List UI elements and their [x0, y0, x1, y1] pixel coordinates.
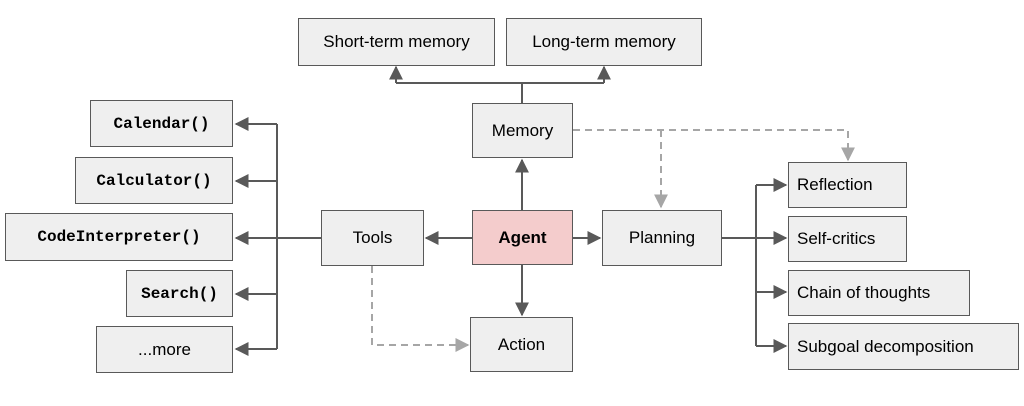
chain-of-thoughts-node: Chain of thoughts	[788, 270, 970, 316]
memory-branch-line	[396, 82, 604, 103]
agent-node: Agent	[472, 210, 573, 265]
subgoal-decomposition-node: Subgoal decomposition	[788, 323, 1019, 370]
calculator-tool-node: Calculator()	[75, 157, 233, 204]
self-critics-node: Self-critics	[788, 216, 907, 262]
tools-trunk-line	[276, 124, 321, 349]
tools-node: Tools	[321, 210, 424, 266]
planning-node: Planning	[602, 210, 722, 266]
dashed-arrow-tools-to-action	[371, 266, 470, 352]
search-tool-node: Search()	[126, 270, 233, 317]
memory-node: Memory	[472, 103, 573, 158]
codeinterpreter-tool-node: CodeInterpreter()	[5, 213, 233, 261]
planning-trunk-line	[722, 185, 757, 346]
action-node: Action	[470, 317, 573, 372]
long-term-memory-node: Long-term memory	[506, 18, 702, 66]
short-term-memory-node: Short-term memory	[298, 18, 495, 66]
calendar-tool-node: Calendar()	[90, 100, 233, 147]
reflection-node: Reflection	[788, 162, 907, 208]
more-tools-node: ...more	[96, 326, 233, 373]
dashed-arrow-memory-to-reflection	[573, 129, 855, 162]
